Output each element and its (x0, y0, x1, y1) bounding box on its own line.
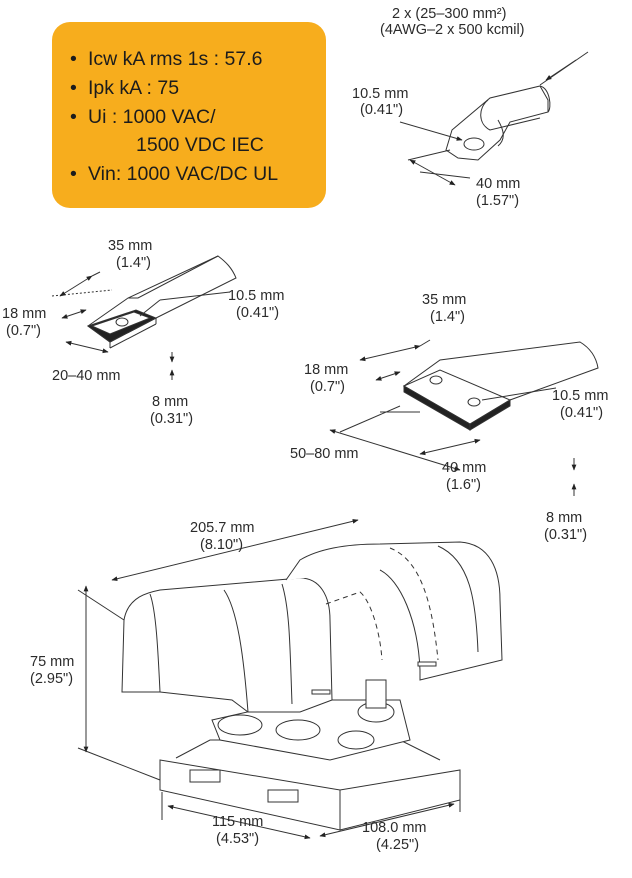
bb1-thickness: 8 mm (152, 394, 189, 410)
spec-ui: •Ui : 1000 VAC/ (70, 106, 216, 128)
bb1-hole: 10.5 mm (228, 288, 285, 304)
busbar-double-drawing (329, 339, 599, 496)
lug-length-imperial: (1.57") (476, 193, 520, 209)
lug-cable-size: 2 x (25–300 mm²) (392, 6, 507, 22)
lug-length: 40 mm (476, 176, 521, 192)
product-height: 75 mm (30, 654, 75, 670)
bb1-width-imperial: (1.4") (116, 255, 151, 271)
lug-hole-imperial: (0.41") (360, 102, 404, 118)
bb2-width-imperial: (1.4") (430, 309, 465, 325)
bb2-width: 35 mm (422, 292, 467, 308)
spec-vin: •Vin: 1000 VAC/DC UL (70, 163, 279, 185)
bb2-height: 18 mm (304, 362, 349, 378)
bb1-height-imperial: (0.7") (6, 323, 41, 339)
lug-cable-size-imperial: (4AWG–2 x 500 kcmil) (380, 22, 525, 38)
busbar-single-drawing (51, 255, 237, 380)
spec-icw: •Icw kA rms 1s : 57.6 (70, 48, 263, 70)
bb1-height: 18 mm (2, 306, 47, 322)
product-width-imperial: (4.25") (376, 837, 420, 853)
distribution-block-drawing (77, 518, 503, 840)
bb2-hole-imperial: (0.41") (560, 405, 604, 421)
spec-ui-dc: 1500 VDC IEC (136, 134, 264, 156)
bb1-hole-imperial: (0.41") (236, 305, 280, 321)
bb1-length: 20–40 mm (52, 368, 121, 384)
bb2-length: 50–80 mm (290, 446, 359, 462)
product-depth-imperial: (4.53") (216, 831, 260, 847)
lug-hole: 10.5 mm (352, 86, 409, 102)
bb2-thickness-imperial: (0.31") (544, 527, 588, 543)
bb2-spacing-imperial: (1.6") (446, 477, 481, 493)
product-width: 108.0 mm (362, 820, 427, 836)
product-height-imperial: (2.95") (30, 671, 74, 687)
specs-panel: •Icw kA rms 1s : 57.6 •Ipk kA : 75 •Ui :… (52, 22, 326, 208)
spec-ipk: •Ipk kA : 75 (70, 77, 180, 99)
bb2-hole: 10.5 mm (552, 388, 609, 404)
product-depth: 115 mm (212, 814, 264, 830)
cable-lug-drawing (399, 51, 589, 186)
bb2-height-imperial: (0.7") (310, 379, 345, 395)
bb2-spacing: 40 mm (442, 460, 487, 476)
product-length-imperial: (8.10") (200, 537, 244, 553)
bb1-width: 35 mm (108, 238, 153, 254)
bb2-thickness: 8 mm (546, 510, 583, 526)
bb1-thickness-imperial: (0.31") (150, 411, 194, 427)
product-length: 205.7 mm (190, 520, 255, 536)
